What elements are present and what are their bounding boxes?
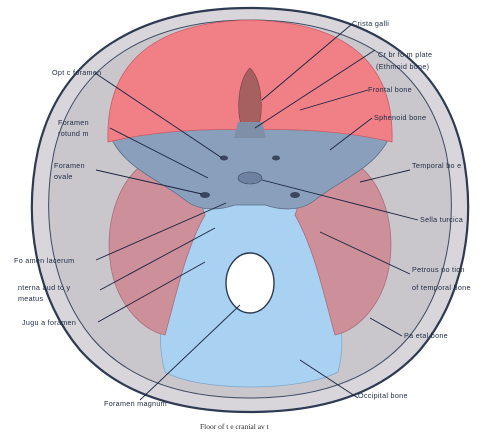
label-internal-auditory-meatus: nterna aud to y (18, 283, 71, 292)
label-jugular-foramen: Jugu a foramen (22, 318, 76, 327)
foramen-ovale-right (290, 192, 300, 198)
label-foramen-ovale: Foramen (54, 161, 85, 170)
foramen-ovale-left (200, 192, 210, 198)
foramen-magnum-shape (226, 253, 274, 313)
label-parietal-bone: Pa etal bone (404, 331, 448, 340)
label-foramen-magnum: Foramen magnum (104, 399, 167, 408)
label-foramen-lacerum: Fo amen lacerum (14, 256, 74, 265)
label-rotundum: rotund m (58, 129, 89, 138)
figure-caption: Floor of t e cranial av t (200, 422, 270, 431)
label-temporal-bone-petrous: of temporal bone (412, 283, 471, 292)
label-petrous-portion: Petrous po tion (412, 265, 465, 274)
label-frontal-bone: Frontal bone (368, 85, 412, 94)
optic-foramen-right (272, 156, 280, 161)
label-ethmoid-bone: (Ethmoid bone) (376, 62, 429, 71)
sella-turcica-shape (238, 172, 262, 184)
label-cribriform-plate: Cr br fo m plate (378, 50, 432, 59)
label-optic-foramen: Opt c foramen (52, 68, 101, 77)
label-temporal-bone: Temporal bo e (412, 161, 461, 170)
label-foramen-rotundum: Foramen (58, 118, 89, 127)
label-sphenoid-bone: Sphenoid bone (374, 113, 426, 122)
label-ovale: ovale (54, 172, 73, 181)
label-crista-galli: Crista galli (352, 19, 389, 28)
label-sella-turcica: Sella turcica (420, 215, 463, 224)
label-occipital-bone: Occipital bone (358, 391, 408, 400)
label-meatus: meatus (18, 294, 43, 303)
